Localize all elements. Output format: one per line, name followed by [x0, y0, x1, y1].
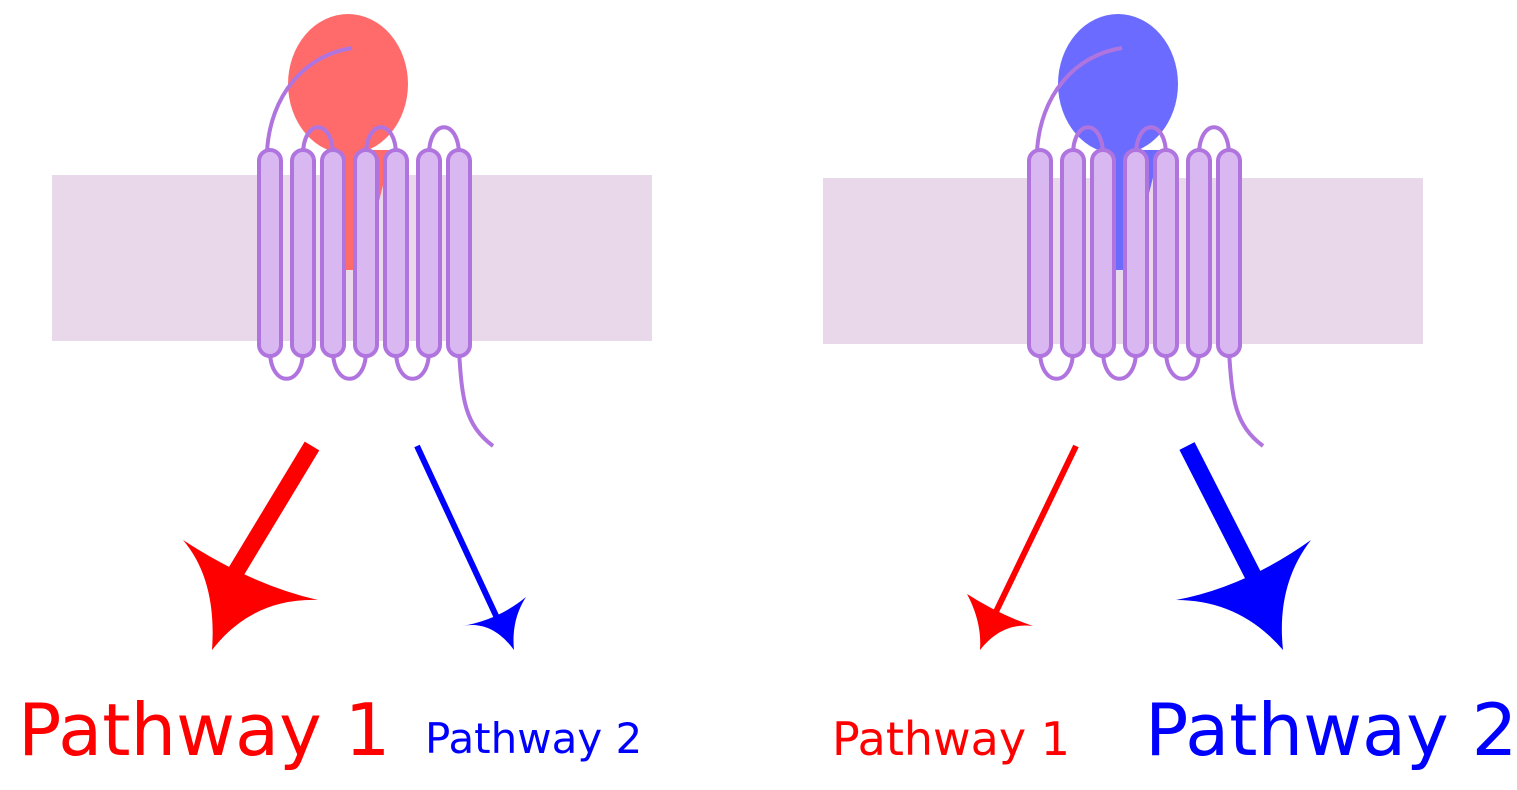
panel-right: Pathway 1 Pathway 2 [823, 14, 1517, 772]
arrow-pathway-1 [967, 444, 1079, 650]
pathway-1-label: Pathway 1 [18, 688, 390, 772]
arrow-pathway-2 [1176, 442, 1311, 650]
arrow-pathway-1 [183, 441, 320, 650]
panel-left: Pathway 1 Pathway 2 [18, 14, 652, 772]
pathway-2-label: Pathway 2 [425, 714, 642, 763]
receptor [257, 46, 495, 448]
pathway-1-label: Pathway 1 [832, 712, 1070, 766]
arrow-pathway-2 [414, 444, 526, 650]
receptor [1027, 46, 1265, 448]
pathway-2-label: Pathway 2 [1145, 688, 1517, 772]
